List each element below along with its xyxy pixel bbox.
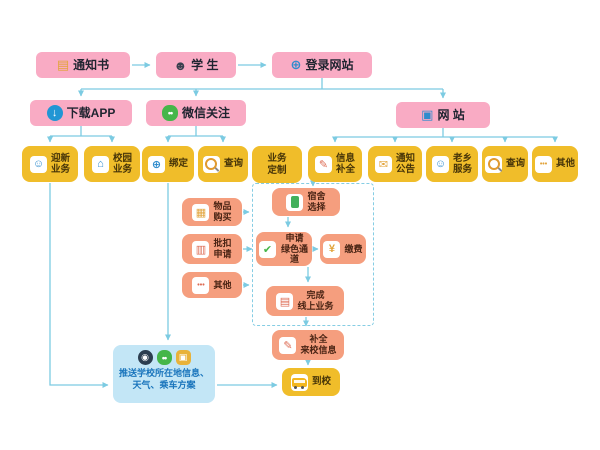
node-pay-fee: ¥ 缴费 — [320, 234, 366, 264]
node-label: 其他 — [556, 158, 576, 170]
connectors — [47, 62, 558, 388]
node-label: 迎新 业务 — [50, 152, 70, 175]
node-arrival-info: ✎ 补全 来校信息 — [272, 330, 344, 360]
node-hometown-service: ☺ 老乡 服务 — [426, 146, 478, 182]
node-other-web: ••• 其他 — [532, 146, 578, 182]
magnifier-icon — [485, 155, 502, 173]
globe-icon: ⊕ — [147, 155, 165, 173]
node-query-wechat: 查询 — [198, 146, 248, 182]
node-label: 老乡 服务 — [452, 152, 472, 175]
screen-icon: ▣ — [175, 350, 191, 365]
push-text: 推送学校所在地信息、天气、乘车方案 — [118, 368, 209, 390]
node-label: 登录网站 — [305, 57, 354, 72]
bus-icon — [290, 373, 308, 391]
package-icon: ▦ — [192, 203, 210, 221]
magnifier-icon — [202, 155, 220, 173]
node-label: 其他 — [213, 279, 232, 290]
node-wechat-follow: •• 微信关注 — [146, 100, 246, 126]
node-deduct-apply: ▥ 批扣 申请 — [182, 234, 242, 264]
node-label: 学 生 — [191, 57, 219, 72]
monitor-icon: ▣ — [421, 107, 434, 122]
node-label: 校园 业务 — [112, 152, 132, 175]
push-info-panel: ◉ •• ▣ 推送学校所在地信息、天气、乘车方案 — [113, 345, 215, 403]
node-welcome-service: ☺ 迎新 业务 — [22, 146, 78, 182]
node-dorm-select: 宿舍 选择 — [272, 188, 340, 216]
node-label: 缴费 — [344, 243, 363, 254]
node-label: 申请 绿色通道 — [280, 233, 308, 265]
node-login-website: ⊕ 登录网站 — [272, 52, 372, 78]
node-notices: ✉ 通知 公告 — [368, 146, 422, 182]
cards-icon: ▤ — [276, 292, 294, 310]
node-label: 通知书 — [73, 57, 110, 72]
node-label: 补全 来校信息 — [300, 334, 337, 355]
node-other-custom: ••• 其他 — [182, 272, 242, 298]
node-label: 微信关注 — [181, 105, 230, 120]
location-icon: ◉ — [137, 350, 153, 365]
node-label: 查询 — [223, 158, 243, 170]
cart-icon: ▥ — [192, 240, 210, 258]
people-icon: ☺ — [431, 155, 449, 173]
push-icons: ◉ •• ▣ — [137, 350, 191, 365]
check-icon: ✔ — [259, 240, 276, 258]
wechat-icon: •• — [161, 105, 178, 121]
node-download-app: ↓ 下载APP — [30, 100, 132, 126]
newcomer-icon: ☺ — [29, 155, 47, 173]
door-icon — [286, 193, 304, 211]
dots-icon: ••• — [535, 155, 552, 173]
node-label: 查询 — [506, 158, 526, 170]
pencil-icon: ✎ — [314, 155, 332, 173]
node-notice-letter: ▤ 通知书 — [36, 52, 130, 78]
node-label: 绑定 — [168, 158, 188, 170]
node-label: 业务 定制 — [267, 153, 287, 176]
campus-icon: ⌂ — [91, 155, 109, 173]
node-green-channel: ✔ 申请 绿色通道 — [256, 232, 312, 266]
node-service-custom: 业务 定制 — [252, 146, 302, 183]
node-bind: ⊕ 绑定 — [142, 146, 194, 182]
node-label: 信息 补全 — [335, 152, 355, 175]
node-label: 宿舍 选择 — [307, 191, 326, 212]
node-item-purchase: ▦ 物品 购买 — [182, 198, 242, 226]
node-arrive-school: 到校 — [282, 368, 340, 396]
node-label: 通知 公告 — [395, 152, 415, 175]
node-label: 到校 — [311, 376, 331, 388]
node-campus-service: ⌂ 校园 业务 — [84, 146, 140, 182]
node-website: ▣ 网 站 — [396, 102, 490, 128]
document-icon: ▤ — [56, 57, 70, 72]
node-label: 下载APP — [66, 105, 116, 120]
node-info-complete: ✎ 信息 补全 — [308, 146, 362, 182]
money-icon: ¥ — [323, 240, 341, 258]
announcement-icon: ✉ — [374, 155, 392, 173]
node-label: 批扣 申请 — [213, 238, 232, 259]
globe-icon: ⊕ — [290, 57, 302, 72]
pencil-icon: ✎ — [279, 336, 297, 354]
download-icon: ↓ — [46, 105, 63, 121]
wechat-icon: •• — [156, 350, 172, 365]
node-student: ☻ 学 生 — [156, 52, 236, 78]
dots-icon: ••• — [192, 276, 210, 294]
node-finish-online: ▤ 完成 线上业务 — [266, 286, 344, 316]
node-label: 网 站 — [437, 107, 465, 122]
node-query-web: 查询 — [482, 146, 528, 182]
node-label: 完成 线上业务 — [297, 290, 334, 311]
student-icon: ☻ — [173, 57, 188, 73]
node-label: 物品 购买 — [213, 201, 232, 222]
